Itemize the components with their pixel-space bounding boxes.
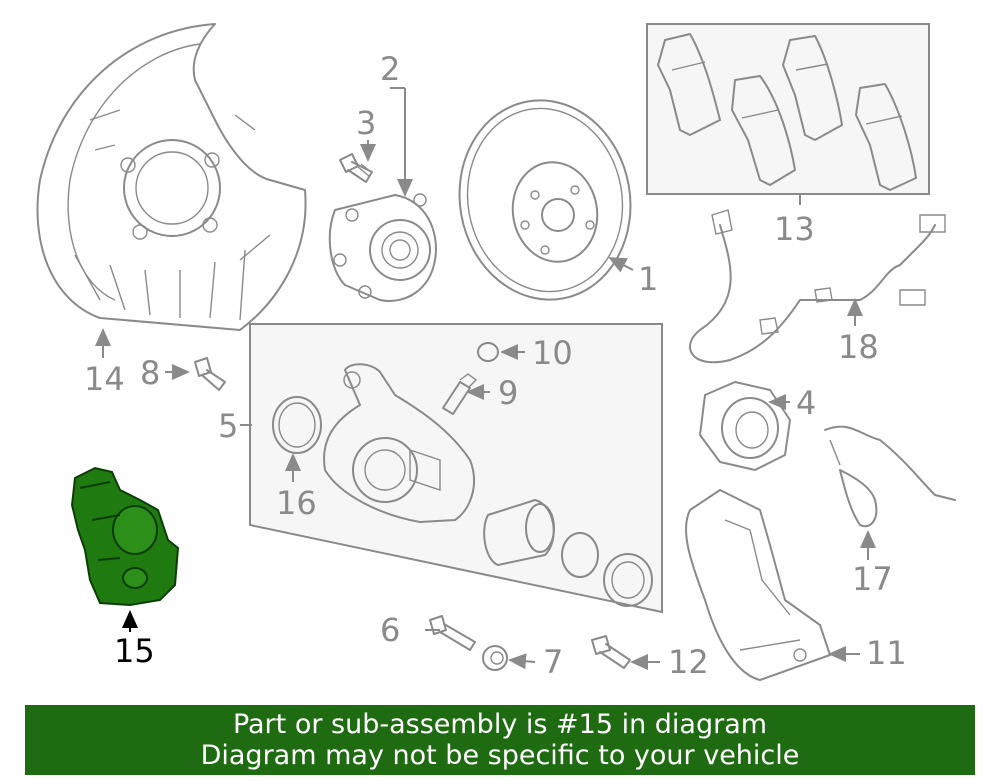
callout-8: 8 bbox=[140, 354, 160, 392]
dust-shield-part-14 bbox=[36, 23, 307, 331]
callout-1: 1 bbox=[638, 260, 658, 298]
callout-14: 14 bbox=[84, 360, 125, 398]
callout-13: 13 bbox=[774, 210, 815, 248]
speed-sensor-part-17 bbox=[824, 425, 956, 528]
hub-nut-part-4 bbox=[699, 381, 791, 471]
callout-5: 5 bbox=[218, 407, 238, 445]
bolt-part-8 bbox=[194, 357, 226, 391]
callout-3: 3 bbox=[356, 104, 376, 142]
caliper-part-5 bbox=[323, 363, 475, 523]
piston-part bbox=[483, 499, 555, 566]
hub-bearing-part-2 bbox=[328, 193, 437, 302]
callout-12: 12 bbox=[668, 643, 709, 681]
callout-15: 15 bbox=[114, 632, 155, 670]
callout-2: 2 bbox=[380, 50, 400, 88]
callout-10: 10 bbox=[532, 334, 573, 372]
boot-part bbox=[603, 553, 653, 607]
hub-bolt-part-3 bbox=[339, 153, 373, 183]
caliper-kit-box bbox=[249, 323, 663, 614]
callout-16: 16 bbox=[276, 484, 317, 522]
pad-kit-box bbox=[646, 23, 930, 195]
highlighted-part-15 bbox=[70, 466, 180, 607]
cap-part-10 bbox=[477, 342, 499, 362]
caliper-bracket-part-11 bbox=[684, 489, 831, 681]
brake-rotor-part-1 bbox=[458, 99, 632, 301]
piston-seal bbox=[561, 532, 599, 578]
callout-7: 7 bbox=[543, 643, 563, 681]
banner-line-1: Part or sub-assembly is #15 in diagram bbox=[232, 709, 768, 740]
callout-9: 9 bbox=[498, 374, 518, 412]
callout-18: 18 bbox=[838, 328, 879, 366]
callout-4: 4 bbox=[796, 384, 816, 422]
info-banner: Part or sub-assembly is #15 in diagram D… bbox=[25, 705, 975, 775]
bolt-part-12 bbox=[591, 635, 631, 669]
brake-pads-part-13 bbox=[657, 33, 917, 191]
guide-pin-part-6 bbox=[429, 615, 476, 651]
callout-17: 17 bbox=[852, 560, 893, 598]
callout-6: 6 bbox=[380, 611, 400, 649]
sensor-harness-part-18 bbox=[689, 209, 946, 364]
banner-line-2: Diagram may not be specific to your vehi… bbox=[200, 740, 800, 771]
pin-boot-part-7 bbox=[482, 645, 508, 671]
callout-11: 11 bbox=[866, 634, 907, 672]
